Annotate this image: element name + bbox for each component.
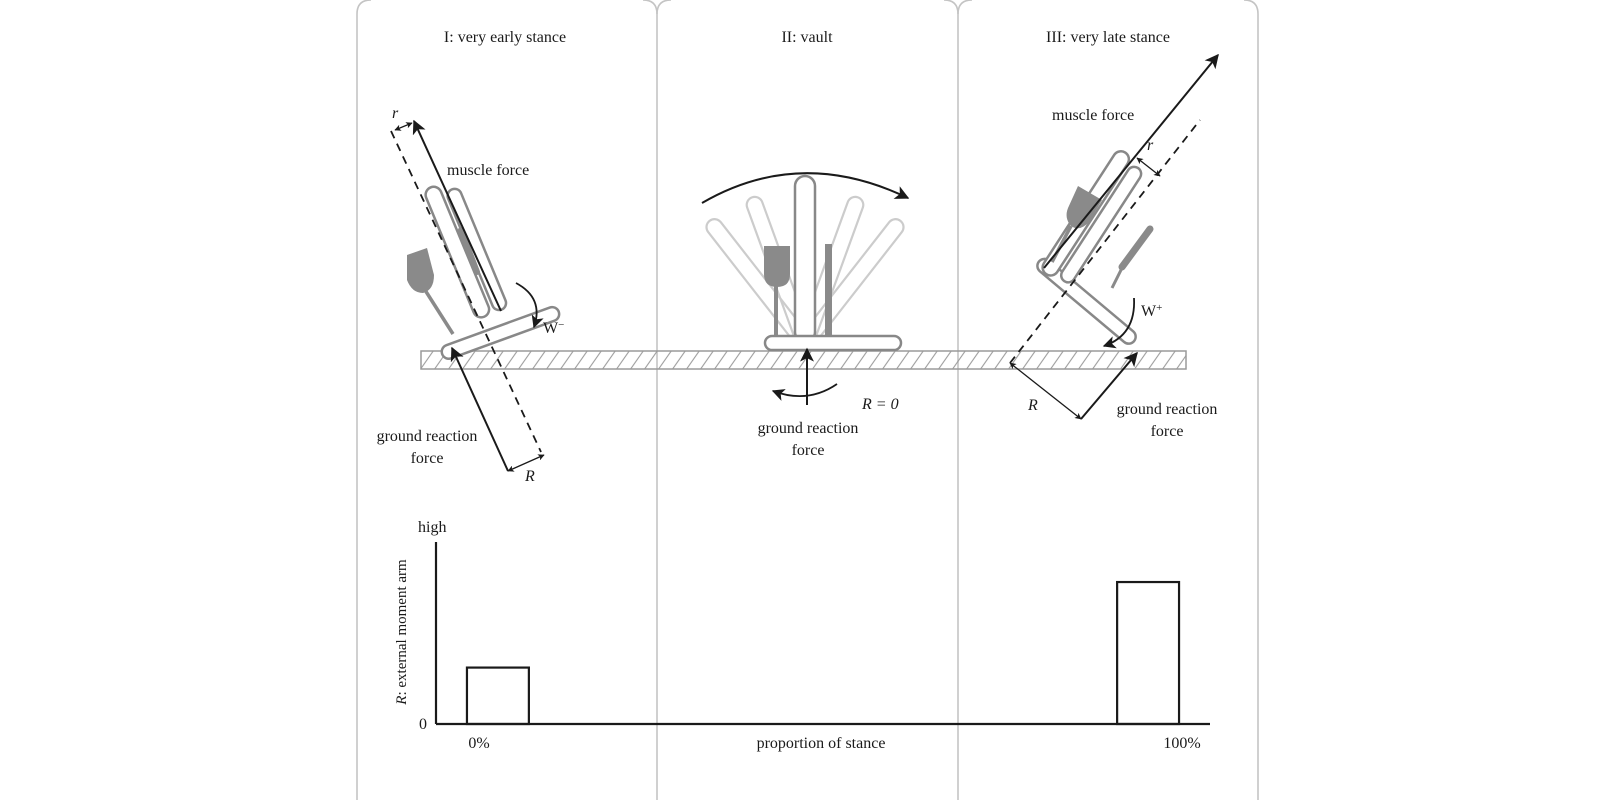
x-axis-label: proportion of stance (757, 735, 886, 752)
panel-border-4 (943, 0, 959, 800)
muscle-force-label-3: muscle force (1052, 107, 1134, 124)
r-marker-3 (1136, 157, 1161, 177)
panel-1-figure: W− muscle force r R ground reaction forc… (377, 105, 565, 485)
moment-arm-line-1 (390, 130, 542, 453)
big-r-label-1: R (524, 468, 535, 485)
chart-bar-1 (465, 666, 530, 726)
y-high-label: high (418, 519, 446, 536)
big-r-marker-1 (507, 454, 545, 472)
w-plus-label: W+ (1141, 302, 1162, 320)
panel-borders (356, 0, 1259, 800)
grf-label-1a: ground reaction (377, 428, 478, 445)
r-label-1: r (392, 105, 399, 122)
y-axis-label: R: external moment arm (394, 559, 410, 706)
panel-3-figure: muscle force r W+ R ground reaction forc… (1009, 53, 1219, 440)
grf-label-2a: ground reaction (758, 420, 859, 437)
panel-title-1: I: very early stance (444, 29, 566, 46)
swing-arrow (701, 172, 910, 204)
panel-2-figure: R = 0 ground reaction force (701, 172, 910, 459)
tendon-3b (1118, 225, 1154, 271)
leg-bone-2a (793, 174, 817, 344)
panel-title-3: III: very late stance (1046, 29, 1170, 46)
panel-title-2: II: vault (781, 29, 833, 46)
muscle-force-label-1: muscle force (447, 162, 529, 179)
muscle-force-arrow-3 (1043, 53, 1219, 269)
x-start-label: 0% (468, 735, 489, 752)
grf-arrow-1 (450, 346, 509, 472)
big-r-marker-3 (1009, 362, 1082, 420)
muscle-2 (764, 246, 790, 287)
moment-arrow-w-minus (515, 282, 544, 329)
grf-label-2b: force (792, 442, 825, 459)
r-zero-label: R = 0 (861, 396, 899, 413)
grf-label-3b: force (1151, 423, 1184, 440)
muscle-1 (407, 227, 480, 335)
r-label-3: r (1147, 137, 1154, 154)
grf-label-1b: force (411, 450, 444, 467)
tendon-3c (1110, 261, 1127, 289)
moment-arm-line-3 (1009, 119, 1201, 364)
big-r-label-3: R (1027, 397, 1038, 414)
panel-border-5 (957, 0, 973, 15)
curl-arrow-2 (771, 383, 838, 401)
chart-bar-2 (1116, 580, 1181, 726)
panel-border-2 (642, 0, 658, 800)
moment-arrow-w-plus (1102, 297, 1135, 349)
foot-bone-1 (440, 305, 561, 360)
foot-bone-2 (763, 334, 903, 352)
ground-surface (420, 350, 1187, 370)
x-end-label: 100% (1163, 735, 1200, 752)
y-zero-label: 0 (419, 716, 427, 733)
moment-arm-chart: high 0 0% 100% proportion of stance R: e… (394, 519, 1210, 752)
tendon-3a (1050, 225, 1073, 263)
panel-border-1 (356, 0, 372, 800)
chart-bars (465, 580, 1181, 726)
grf-arrow-3 (1080, 351, 1138, 420)
grf-label-3a: ground reaction (1117, 401, 1218, 418)
muscle-3 (1066, 186, 1102, 229)
w-minus-label: W− (543, 319, 564, 337)
muscle-force-arrow-1 (412, 119, 502, 312)
tendon-2a (774, 285, 778, 337)
panel-border-6 (1243, 0, 1259, 800)
leg-bone-1a (424, 185, 491, 319)
panel-border-3 (656, 0, 672, 15)
r-marker-1 (394, 122, 413, 131)
tendon-2b (825, 244, 832, 336)
